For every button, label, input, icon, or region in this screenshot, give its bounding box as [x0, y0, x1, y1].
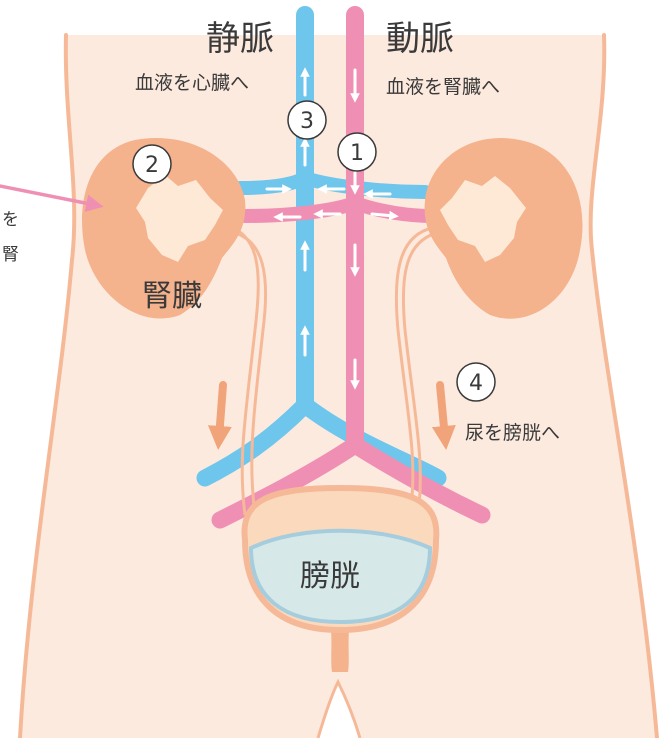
marker-1: 1	[338, 133, 376, 171]
marker-3-label: 3	[300, 109, 314, 134]
marker-4: 4	[457, 363, 495, 401]
marker-2: 2	[133, 145, 171, 183]
artery-caption: 血液を腎臓へ	[386, 78, 500, 97]
ureter-caption: 尿を膀胱へ	[465, 424, 560, 443]
artery-title: 動脈	[386, 22, 454, 56]
kidney-label: 腎臓	[142, 282, 202, 312]
bladder-label: 膀胱	[300, 562, 360, 592]
marker-1-label: 1	[350, 141, 364, 166]
vein-caption: 血液を心臓へ	[135, 74, 249, 93]
marker-4-label: 4	[469, 371, 483, 396]
marker-2-label: 2	[145, 153, 159, 178]
vein-title: 静脈	[206, 22, 274, 56]
side-note-line2: 腎	[2, 247, 19, 264]
side-note-line1: を	[2, 212, 19, 229]
marker-3: 3	[288, 101, 326, 139]
